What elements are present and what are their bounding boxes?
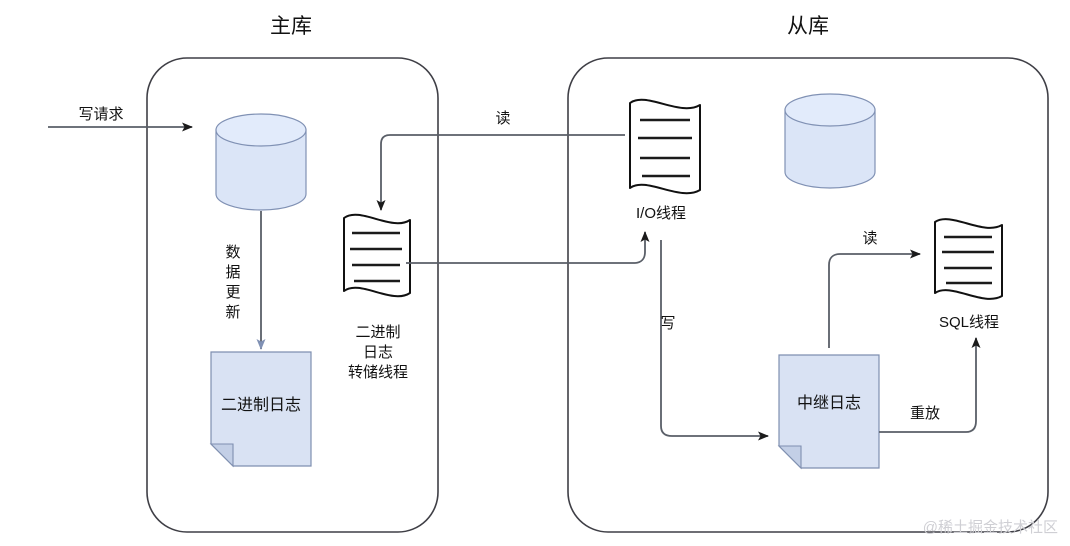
binlog-dump-thread-label: 二进制 日志 转储线程	[348, 324, 408, 381]
binary-log-label: 二进制日志	[221, 396, 301, 414]
edge-dump-to-io	[406, 231, 650, 264]
svg-text:转储线程: 转储线程	[348, 364, 408, 381]
edge-label-replay: 重放	[910, 405, 940, 422]
edge-write-relay	[660, 240, 769, 441]
edge-label-write: 写	[660, 315, 675, 332]
master-container	[146, 57, 439, 533]
io-thread-label: I/O线程	[636, 205, 686, 222]
watermark-text: @稀土掘金技术社区	[923, 519, 1058, 536]
master-database-cylinder	[215, 113, 307, 211]
svg-text:新: 新	[225, 304, 240, 321]
svg-text:更: 更	[225, 284, 240, 301]
master-group-title: 主库	[270, 15, 312, 38]
svg-text:据: 据	[225, 264, 240, 281]
edge-replay	[879, 337, 981, 433]
edge-label-data-update: 数 据 更 新	[225, 244, 240, 321]
svg-text:日志: 日志	[363, 344, 393, 361]
edge-label-read-sql: 读	[862, 230, 877, 247]
edge-read-sql	[828, 249, 921, 348]
edge-label-read-top: 读	[495, 110, 510, 127]
edge-read-binlog	[376, 134, 625, 211]
relay-log-label: 中继日志	[797, 394, 861, 412]
io-thread-node	[629, 98, 701, 195]
edge-label-write-request: 写请求	[78, 106, 123, 123]
slave-container	[567, 57, 1049, 533]
binary-log-document: 二进制日志	[209, 351, 312, 468]
slave-group-title: 从库	[787, 15, 829, 38]
sql-thread-node	[934, 218, 1003, 300]
svg-text:数: 数	[225, 244, 240, 261]
relay-log-document: 中继日志	[777, 354, 880, 470]
slave-database-cylinder	[784, 93, 876, 189]
binlog-dump-thread	[343, 213, 411, 298]
sql-thread-label: SQL线程	[939, 314, 999, 331]
svg-text:二进制: 二进制	[355, 324, 400, 341]
